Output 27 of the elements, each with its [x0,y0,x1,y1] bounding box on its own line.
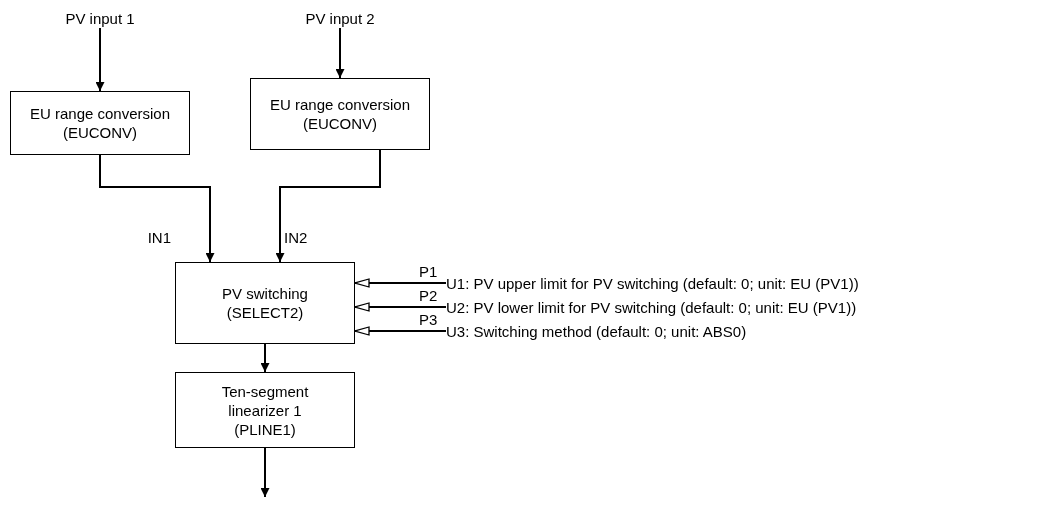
edge-label: P3 [418,312,439,328]
input-label: PV input 2 [305,8,375,28]
arrow [260,447,270,498]
process-box [10,91,190,155]
process-box [175,372,355,448]
box-label: PV switching (SELECT2) [221,284,309,322]
edge-label: IN1 [146,230,172,246]
parameter-description: U3: Switching method (default: 0; unit: ABS0) [446,321,747,341]
arrow [260,343,270,373]
edge-label: P2 [418,288,439,304]
arrow [275,149,381,263]
arrow [335,27,345,79]
arrow [354,278,447,288]
parameter-description: U1: PV upper limit for PV switching (default: 0; unit: EU (PV1)) [446,273,859,293]
arrow [354,302,447,312]
box-label: EU range conversion (EUCONV) [28,104,172,142]
process-box [250,78,430,150]
input-label: PV input 1 [65,8,135,28]
box-label: Ten-segment linearizer 1 (PLINE1) [220,381,310,439]
arrow [99,154,215,263]
edge-label: IN2 [283,230,309,246]
arrow [354,326,447,336]
box-label: EU range conversion (EUCONV) [268,95,412,133]
arrow [95,27,105,92]
process-box [175,262,355,344]
edge-label: P1 [418,264,439,280]
parameter-description: U2: PV lower limit for PV switching (default: 0; unit: EU (PV1)) [446,297,857,317]
